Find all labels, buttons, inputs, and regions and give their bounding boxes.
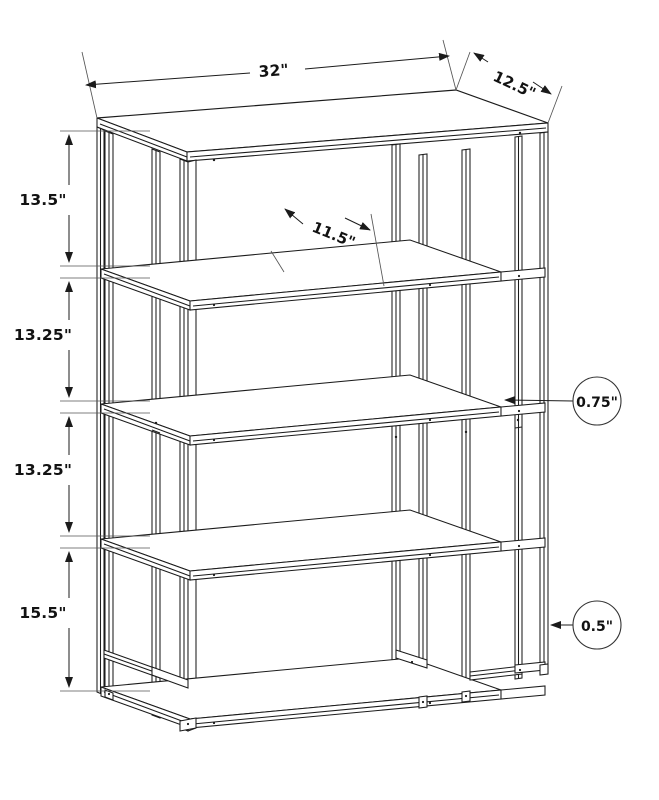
dimension-tier-1-height: 13.5" xyxy=(19,130,150,267)
callout-frame-tube: 0.5" xyxy=(550,600,622,650)
width-ext-right xyxy=(442,39,457,91)
dimension-tier-4-height: 15.5" xyxy=(19,547,150,692)
tier-2-dim-label: 13.25" xyxy=(14,326,72,344)
base-rail-right-screw xyxy=(518,668,522,672)
foot-right-rear xyxy=(539,663,549,676)
shelf-bottom-reveal-right xyxy=(192,694,500,725)
top-panel-reveal-left xyxy=(99,123,188,158)
shelf-tier-1-reveal-right xyxy=(192,276,500,307)
shelf-tier-1 xyxy=(100,239,546,311)
base-rail-left-rear-crease xyxy=(103,653,161,675)
shelf-depth-ext-near xyxy=(270,250,285,273)
shelf-thickness-bubble xyxy=(572,376,622,426)
shelf-tier-2-reveal-left xyxy=(103,408,191,442)
foot-front-left-screw xyxy=(107,692,111,696)
shelf-tier-3-screw-side xyxy=(517,544,521,548)
width-dim-line-right xyxy=(304,52,450,70)
depth-dim-line-near xyxy=(473,52,489,63)
width-dim-label: 32" xyxy=(258,61,289,81)
tier-1-dim-label: 13.5" xyxy=(19,191,66,209)
shelf-bottom-reveal-left xyxy=(103,691,191,725)
dimension-tier-3-height: 13.25" xyxy=(14,412,150,537)
shelf-tier-3-screw-right xyxy=(428,553,432,557)
shelf-tier-1-screw-right xyxy=(428,283,432,287)
top-panel xyxy=(96,89,549,162)
joint-left-inner xyxy=(151,429,161,434)
foot-middle-screw xyxy=(421,700,425,704)
joint-left-inner-screw xyxy=(154,421,158,425)
post-joint-marks xyxy=(151,131,523,439)
shelf-depth-dim-line-near xyxy=(284,208,304,225)
post-right-front-corner xyxy=(461,148,471,702)
depth-dim-line-far xyxy=(532,81,552,95)
shelf-tier-1-right-wing xyxy=(500,267,546,282)
shelf-tier-2-screw-left xyxy=(212,438,216,442)
dimension-tier-2-height: 13.25" xyxy=(14,277,150,402)
top-right-screw xyxy=(518,131,522,135)
top-panel-reveal-right xyxy=(189,127,547,158)
shelf-tier-2-screw-right xyxy=(428,418,432,422)
shelf-thickness-leader xyxy=(504,396,574,405)
base-rail-center-screw xyxy=(410,660,414,664)
foot-right-front-screw xyxy=(464,694,468,698)
base-rails xyxy=(103,649,546,689)
shelf-bottom-screw-left xyxy=(212,721,216,725)
dimension-overall-width: 32" xyxy=(81,39,457,119)
callout-shelf-thickness: 0.75" xyxy=(504,376,622,426)
base-rail-center xyxy=(395,649,428,669)
joint-right-front-screw xyxy=(464,430,468,434)
bookshelf-illustration xyxy=(96,89,549,732)
tier-3-dim-label: 13.25" xyxy=(14,461,72,479)
shelf-thickness-label: 0.75" xyxy=(576,395,618,411)
tier-4-dim-label: 15.5" xyxy=(19,604,66,622)
width-dim-line-left xyxy=(85,72,251,89)
shelf-bottom-right-wing xyxy=(500,685,546,700)
depth-ext-near xyxy=(455,51,471,91)
shelf-tier-3-reveal-right xyxy=(192,546,500,577)
depth-dim-label: 12.5" xyxy=(490,67,538,102)
joint-right-inner-screw xyxy=(516,418,520,422)
joint-middle-rear-screw xyxy=(394,435,398,439)
shelf-tier-1-reveal-left xyxy=(103,273,191,307)
feet xyxy=(104,663,549,732)
joint-right-inner xyxy=(514,426,523,429)
shelf-tier-3-reveal-left xyxy=(103,543,191,577)
frame-tube-label: 0.5" xyxy=(581,619,613,635)
shelf-bottom xyxy=(100,657,546,729)
depth-ext-far xyxy=(547,85,563,124)
shelf-tier-3-right-wing xyxy=(500,537,546,552)
base-rail-right-rear-crease xyxy=(469,669,523,677)
shelf-tier-1-screw-side xyxy=(517,274,521,278)
frame-tube-bubble xyxy=(572,600,622,650)
shelf-tier-2-screw-side xyxy=(517,409,521,413)
post-left-front-corner-side xyxy=(187,159,197,732)
shelf-depth-dim-label: 11.5" xyxy=(310,218,358,251)
shelf-depth-ext-far xyxy=(370,213,385,287)
shelf-tier-2 xyxy=(100,374,546,446)
shelf-tier-1-screw-left xyxy=(212,303,216,307)
shelf-tier-2-right-wing xyxy=(500,402,546,417)
shelf-depth-dim-line-far xyxy=(344,217,371,231)
top-left-screw xyxy=(212,158,216,162)
shelf-tier-3-screw-left xyxy=(212,573,216,577)
shelf-bottom-screw-right xyxy=(428,701,432,705)
post-middle-front xyxy=(418,153,428,708)
shelf-tier-2-reveal-right xyxy=(192,411,500,442)
shelf-tier-3 xyxy=(100,509,546,581)
foot-left-corner-screw xyxy=(186,722,190,726)
base-rail-left-front xyxy=(151,666,189,689)
